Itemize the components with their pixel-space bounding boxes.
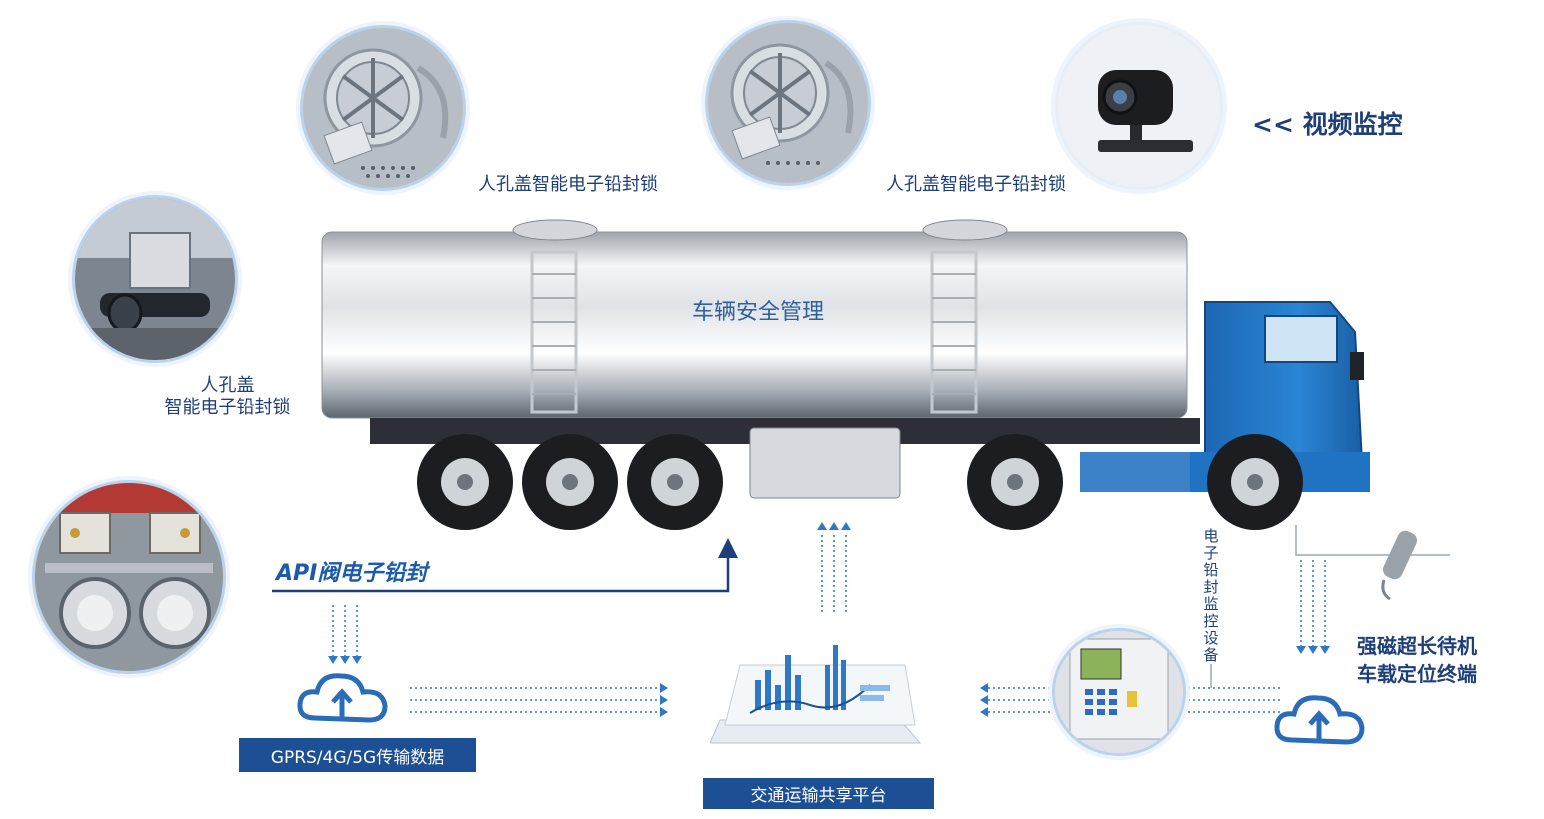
manhole-lock-label-top-right: 人孔盖智能电子铅封锁 — [886, 174, 1066, 195]
api-connector-line — [272, 538, 738, 593]
manhole-lock-photo-side — [72, 195, 238, 363]
tanker-truck — [321, 219, 1370, 530]
manhole-lock-label-side: 人孔盖 智能电子铅封锁 — [150, 375, 305, 419]
dotted-down-arrows-right — [1300, 560, 1326, 646]
manhole-lock-label-side-line2: 智能电子铅封锁 — [164, 397, 291, 418]
transmission-data-box: GPRS/4G/5G传输数据 — [239, 738, 476, 772]
manhole-lock-photo-1 — [300, 25, 466, 191]
locator-device-icon — [1381, 530, 1417, 601]
dotted-down-arrows-left — [332, 605, 358, 658]
locator-terminal-label: 强磁超长待机 车载定位终端 — [1357, 632, 1477, 688]
api-valve-seal-label: API阀电子铅封 — [276, 561, 428, 586]
seal-monitor-device-photo — [1052, 628, 1186, 756]
manhole-lock-label-top-left: 人孔盖智能电子铅封锁 — [478, 174, 658, 195]
locator-terminal-label-line2: 车载定位终端 — [1357, 662, 1477, 686]
manhole-lock-photo-2 — [705, 20, 871, 186]
seal-monitor-device-label: 电子铅封监控设备 — [1202, 527, 1220, 664]
vehicle-safety-label: 车辆安全管理 — [692, 300, 825, 325]
platform-dashboard-graphic — [710, 645, 922, 744]
cloud-upload-icon-right — [1274, 695, 1365, 745]
transport-sharing-platform-box: 交通运输共享平台 — [703, 778, 934, 809]
cloud-upload-icon-left — [297, 673, 388, 723]
api-valve-photo — [32, 480, 226, 674]
video-monitor-label: << 视频监控 — [1252, 110, 1403, 139]
dotted-up-arrows-center — [821, 535, 847, 615]
locator-terminal-label-line1: 强磁超长待机 — [1357, 634, 1477, 658]
camera-photo — [1055, 22, 1223, 190]
manhole-lock-label-side-line1: 人孔盖 — [200, 375, 255, 396]
dotted-right-arrows — [410, 687, 660, 713]
